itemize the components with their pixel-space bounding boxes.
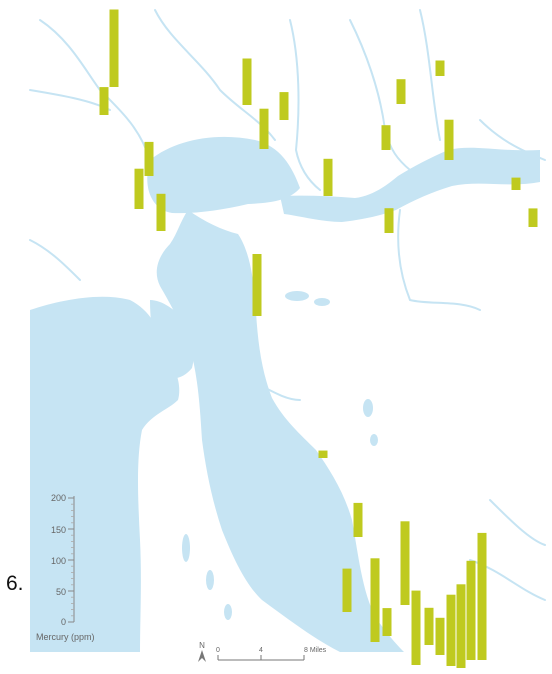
mercury-bar: [400, 521, 410, 605]
mercury-bar: [511, 177, 521, 190]
rivers: [29, 9, 546, 601]
mercury-bar: [99, 87, 109, 115]
mercury-bar: [342, 568, 352, 612]
distance-tick-0: 0: [216, 647, 220, 654]
figure-number: 6.: [6, 572, 24, 595]
river-7: [479, 119, 546, 161]
legend-tick-label: 50: [56, 587, 66, 597]
mercury-bar: [477, 532, 487, 660]
legend-tick-label: 150: [51, 525, 66, 535]
lagoon-4: [370, 434, 378, 446]
golden-gate: [150, 300, 194, 379]
legend-tick-label: 100: [51, 556, 66, 566]
river-5: [349, 19, 411, 171]
mercury-bar: [435, 60, 445, 76]
north-label: N: [199, 641, 205, 650]
mercury-bar: [279, 92, 289, 120]
river-6: [419, 9, 441, 141]
river-4: [289, 19, 321, 191]
mercury-bar: [424, 607, 434, 645]
lagoon-7: [224, 604, 232, 620]
river-9: [29, 239, 81, 281]
mercury-bar: [382, 608, 392, 636]
mercury-bar: [353, 502, 363, 537]
legend-tick-label: 0: [61, 617, 66, 627]
legend-title: Mercury (ppm): [36, 632, 95, 642]
pacific-ocean: [30, 296, 180, 652]
lagoon-5: [182, 534, 190, 562]
legend-ticks: [68, 497, 74, 623]
mercury-bars: [99, 9, 538, 668]
distance-scale: [217, 655, 305, 661]
carquinez-strait: [280, 147, 540, 222]
river-1: [39, 19, 151, 161]
mercury-bar: [242, 58, 252, 105]
san-pablo-bay: [147, 136, 300, 214]
mercury-bar: [411, 590, 421, 665]
mercury-bar: [528, 208, 538, 227]
river-3: [154, 9, 276, 141]
north-arrow-icon: N: [198, 641, 206, 662]
mercury-bar: [396, 79, 406, 104]
mercury-bar: [466, 560, 476, 660]
mercury-bar: [444, 119, 454, 160]
mercury-bar: [252, 254, 262, 316]
mercury-bar: [156, 193, 166, 231]
legend-tick-label: 200: [51, 493, 66, 503]
mercury-bar: [384, 208, 394, 233]
mercury-bar: [134, 168, 144, 209]
lagoon-2: [314, 298, 330, 306]
river-8: [397, 209, 481, 311]
mercury-bar: [109, 9, 119, 87]
mercury-bar: [370, 558, 380, 642]
distance-tick-8: 8 Miles: [304, 647, 327, 654]
mercury-bar: [144, 141, 154, 176]
river-2: [29, 89, 111, 111]
distance-tick-4: 4: [259, 647, 263, 654]
river-10: [249, 379, 301, 401]
mercury-bar: [323, 158, 333, 196]
mercury-bar: [259, 108, 269, 149]
lagoon-6: [206, 570, 214, 590]
mercury-bar: [456, 584, 466, 668]
mercury-legend: 200 150 100 50 0 Mercury (ppm): [36, 493, 95, 642]
central-bay: [156, 210, 404, 652]
mercury-bar: [381, 125, 391, 150]
lagoon-1: [285, 291, 309, 301]
mercury-bar: [318, 450, 328, 458]
bay-water: [30, 136, 540, 652]
mercury-bar: [446, 594, 456, 666]
mercury-bar: [435, 617, 445, 655]
lagoon-3: [363, 399, 373, 417]
river-12: [489, 499, 546, 546]
